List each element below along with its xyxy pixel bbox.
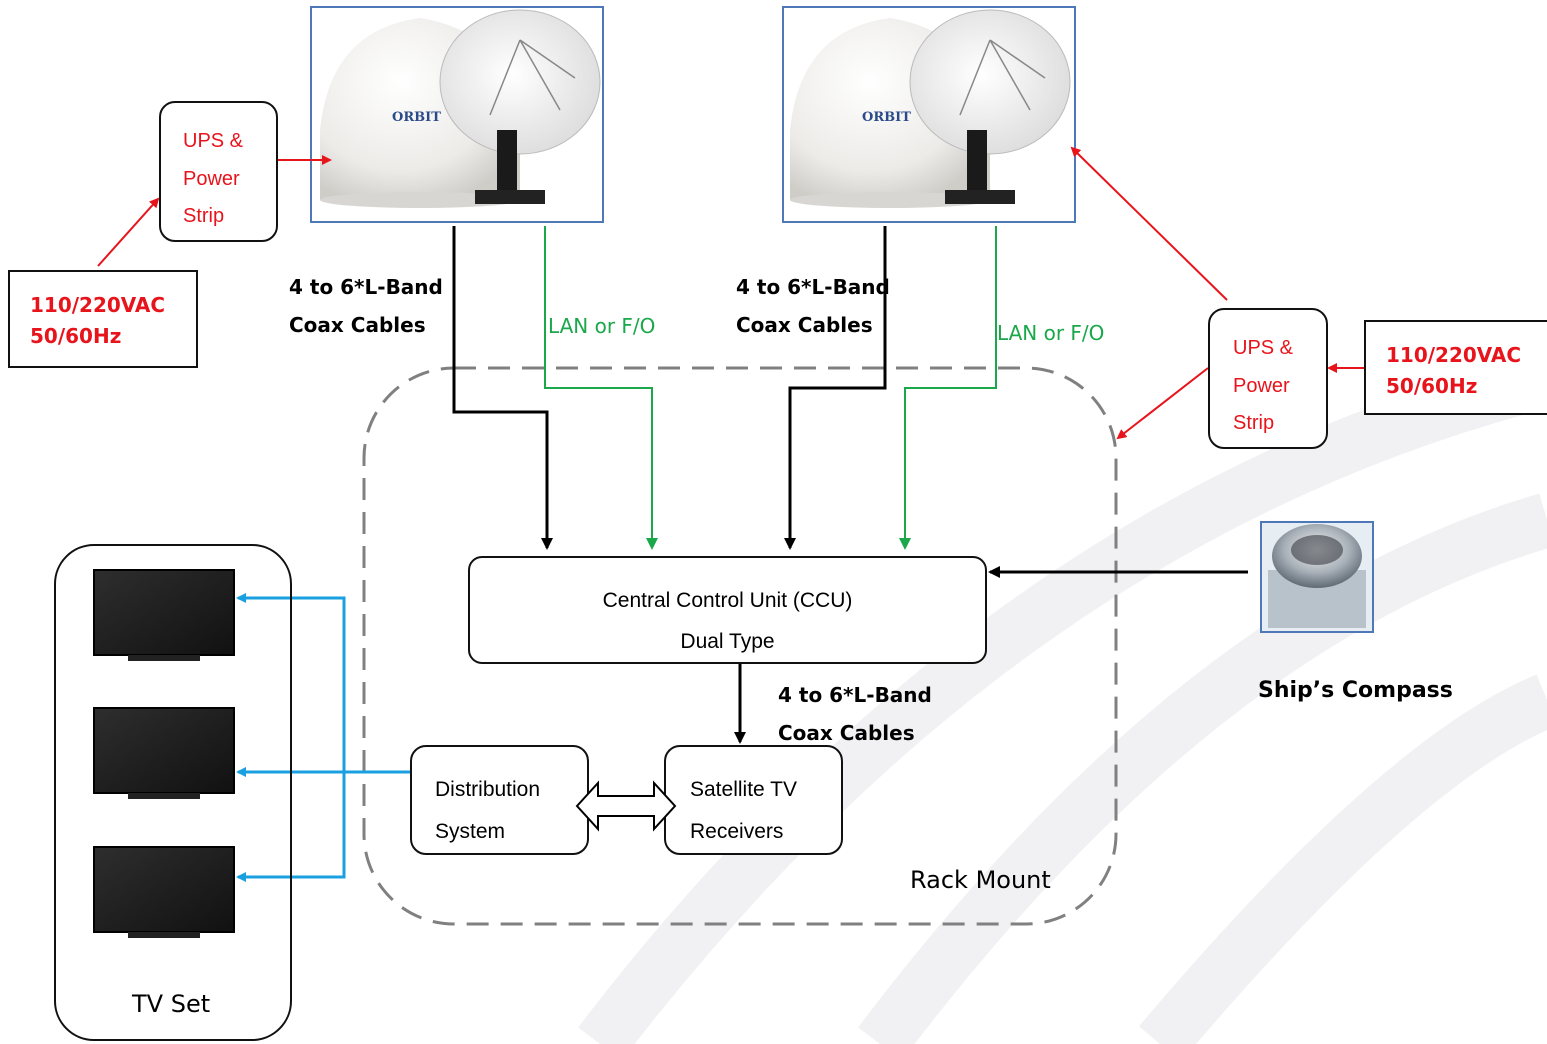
ccu-line-2: Dual Type [680, 630, 775, 653]
tv-set-group [54, 544, 292, 1041]
antenna-2-logo: ORBIT [862, 110, 911, 125]
distribution-line-2: System [435, 820, 506, 843]
receivers-line-2: Receivers [690, 820, 784, 843]
ups-left-line-3: Strip [183, 205, 225, 227]
power-right-line-1: 110/220VAC [1386, 343, 1522, 367]
tv-set-label: TV Set [132, 990, 211, 1018]
watermark-arcs [578, 353, 1547, 1044]
bidirectional-arrow [576, 781, 676, 831]
power-source-right: 110/220VAC 50/60Hz [1364, 320, 1547, 415]
power-connectors [97, 146, 1365, 440]
satellite-tv-receivers: Satellite TV Receivers [664, 745, 843, 855]
coax-label-2-line-2: Coax Cables [736, 313, 873, 337]
antenna-2-image [782, 6, 1076, 223]
power-source-left: 110/220VAC 50/60Hz [8, 270, 198, 368]
ups-power-strip-left: UPS & Power Strip [159, 101, 278, 242]
coax-label-3: 4 to 6*L-Band Coax Cables [778, 676, 932, 752]
ups-right-line-1: UPS & [1233, 337, 1294, 359]
rack-mount-boundary [362, 366, 1118, 926]
tv-feed-connectors [236, 593, 410, 882]
antenna-1-image [310, 6, 604, 223]
power-left-line-2: 50/60Hz [30, 324, 122, 348]
lan-label-2: LAN or F/O [997, 321, 1105, 345]
ups-right-line-3: Strip [1233, 412, 1275, 434]
ups-left-line-1: UPS & [183, 130, 244, 152]
central-control-unit: Central Control Unit (CCU) Dual Type [468, 556, 987, 664]
ups-right-line-2: Power [1233, 374, 1290, 397]
ccu-line-1: Central Control Unit (CCU) [602, 589, 853, 612]
tv-screens [93, 569, 235, 938]
coax-label-1-line-1: 4 to 6*L-Band [289, 275, 443, 299]
lan-label-1: LAN or F/O [548, 314, 656, 338]
distribution-line-1: Distribution [435, 778, 541, 801]
power-right-line-2: 50/60Hz [1386, 374, 1478, 398]
distribution-system: Distribution System [410, 745, 589, 855]
coax-label-1: 4 to 6*L-Band Coax Cables [289, 268, 443, 344]
coax-label-2: 4 to 6*L-Band Coax Cables [736, 268, 890, 344]
coax-label-3-line-1: 4 to 6*L-Band [778, 683, 932, 707]
lan-connectors [544, 226, 997, 550]
compass-label: Ship’s Compass [1258, 678, 1453, 703]
coax-label-3-line-2: Coax Cables [778, 721, 915, 745]
coax-connectors [452, 226, 1248, 744]
compass-image [1260, 521, 1374, 633]
rack-mount-label: Rack Mount [910, 866, 1051, 894]
power-left-line-1: 110/220VAC [30, 293, 166, 317]
ups-power-strip-right: UPS & Power Strip [1208, 308, 1328, 449]
ups-left-line-2: Power [183, 167, 240, 190]
antenna-1-logo: ORBIT [392, 110, 441, 125]
receivers-line-1: Satellite TV [690, 778, 797, 801]
coax-label-1-line-2: Coax Cables [289, 313, 426, 337]
coax-label-2-line-1: 4 to 6*L-Band [736, 275, 890, 299]
